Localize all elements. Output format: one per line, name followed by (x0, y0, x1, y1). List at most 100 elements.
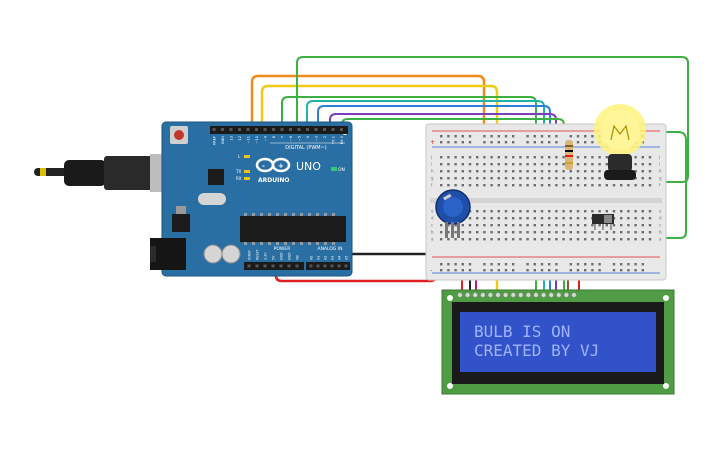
breadboard-row-letter: d (431, 216, 434, 221)
analog-header (306, 262, 350, 270)
usb-cable (34, 154, 178, 192)
model-label: UNO (296, 160, 321, 173)
analog-pin-label: A4 (338, 256, 342, 260)
led-tx-label: TX (235, 169, 241, 174)
digital-pin (323, 128, 326, 131)
power-pin (271, 264, 275, 268)
breadboard-row-letter: a (659, 237, 662, 242)
analog-pin-label: A2 (324, 256, 328, 260)
power-pin-label: GND (288, 252, 292, 260)
power-pin (247, 264, 251, 268)
power-pin-label: Vin (296, 255, 300, 260)
atmega-chip (240, 216, 346, 242)
breadboard-row-letter: h (659, 169, 662, 174)
lcd-pin (548, 292, 554, 298)
wire-green-switch (597, 131, 687, 239)
breadboard-row-letter: e (431, 209, 434, 214)
lcd-pin (472, 292, 478, 298)
digital-pin-label: ~10 (255, 135, 259, 143)
lcd-screen (460, 312, 656, 372)
capacitor-1 (203, 244, 223, 264)
breadboard-row-letter: e (659, 209, 662, 214)
digital-pin (314, 128, 318, 131)
brand-label: ARDUINO (258, 177, 289, 184)
digital-pin (306, 128, 309, 131)
analog-label: ANALOG IN (317, 246, 342, 252)
breadboard-row-letter: j (430, 155, 432, 160)
slide-switch[interactable] (592, 214, 614, 230)
digital-pin (246, 128, 250, 131)
breadboard-row-letter: g (659, 176, 662, 181)
power-pin-label: GND (280, 252, 284, 260)
digital-pin (280, 128, 284, 131)
power-pin-label: IOREF (248, 250, 252, 260)
breadboard-row-letter: c (659, 223, 661, 228)
breadboard-row-letter: i (659, 162, 660, 167)
lcd-line-2: CREATED BY VJ (474, 341, 599, 360)
power-pin (263, 264, 267, 268)
lcd-pin (510, 292, 516, 298)
power-pin (279, 264, 283, 268)
led-rx (244, 177, 250, 180)
lcd-pin (480, 292, 486, 298)
digital-pin (221, 128, 224, 131)
analog-pin-label: A5 (345, 256, 349, 260)
lcd-pin (563, 292, 569, 298)
wire-blue-d4 (317, 105, 551, 297)
breadboard-row-letter: c (431, 223, 433, 228)
led-tx (244, 170, 250, 173)
lcd-pin (518, 292, 524, 298)
breadboard-row-letter: j (658, 155, 660, 160)
breadboard-row-letter: b (659, 230, 662, 235)
wire-orange-d12 (250, 74, 486, 164)
digital-pin-label: ~11 (247, 136, 251, 144)
digital-pin (255, 128, 258, 131)
lcd-pin (503, 292, 509, 298)
breadboard-row-letter: g (431, 176, 434, 181)
power-led (331, 167, 337, 171)
analog-pin-label: A1 (317, 256, 321, 260)
breadboard-row-letter: i (431, 162, 432, 167)
digital-pin (272, 128, 275, 131)
svg-text:+: + (278, 162, 284, 170)
analog-pin-label: A0 (310, 256, 314, 260)
wire-purple-d3 (329, 113, 557, 297)
power-pin-label: RESET (256, 248, 260, 260)
digital-pin (238, 128, 241, 131)
digital-pin-label: AREF (213, 136, 217, 145)
potentiometer[interactable] (435, 189, 471, 238)
digital-pin (289, 128, 292, 131)
digital-pin-label: ~9 (264, 135, 268, 141)
analog-pin (330, 264, 334, 268)
analog-pin (316, 264, 320, 268)
breadboard-row-letter: f (431, 183, 433, 188)
light-bulb-icon (594, 104, 646, 180)
lcd-line-1: BULB IS ON (474, 322, 570, 341)
wire-yellow-d11 (260, 84, 499, 298)
led-l-label: L (238, 154, 241, 159)
digital-pin-label: 8 (272, 135, 276, 138)
digital-pin-label: 7 (281, 136, 285, 138)
digital-pin (229, 128, 233, 131)
power-label: POWER (274, 246, 291, 252)
on-label: ON (338, 167, 345, 173)
breadboard-row-letter: a (431, 237, 434, 242)
lcd-pin (495, 292, 501, 298)
analog-pin (344, 264, 348, 268)
digital-pin (297, 128, 301, 131)
breadboard-row-letter: h (431, 169, 434, 174)
digital-pin-label: RX 0 (340, 135, 344, 144)
breadboard-row-letter: d (659, 216, 662, 221)
lcd-pin-header (457, 292, 577, 298)
led-l (244, 155, 250, 158)
capacitor-2 (221, 244, 241, 264)
lcd-pin (457, 292, 463, 298)
lcd-pin (525, 292, 531, 298)
digital-pin (331, 128, 335, 131)
digital-pin-label: ~3 (315, 136, 319, 141)
digital-pin-label: 2 (323, 136, 327, 138)
